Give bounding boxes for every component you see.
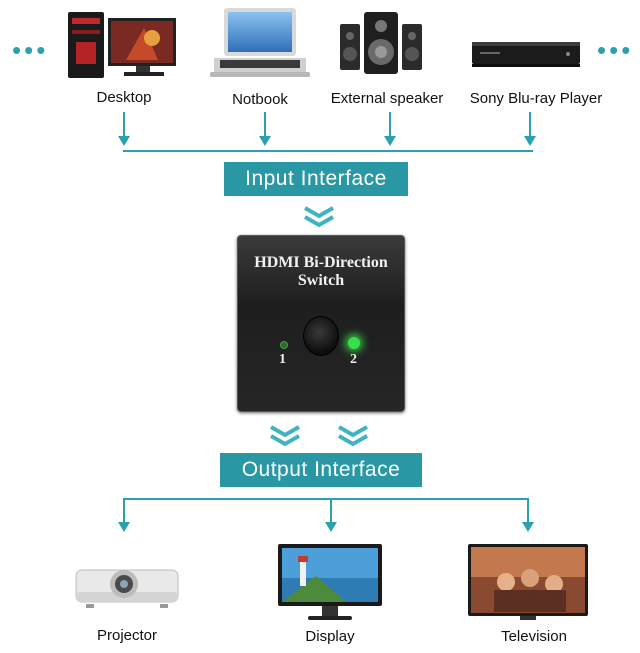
bluray-arrow (524, 136, 536, 146)
notebook-label: Notbook (232, 91, 288, 108)
switch-select-button[interactable] (303, 316, 339, 356)
bluray-connector (529, 112, 531, 138)
output-chevron-left-icon (270, 425, 300, 447)
desktop-connector (123, 112, 125, 138)
notebook-icon (210, 8, 310, 77)
projector-label: Projector (96, 627, 158, 644)
output-interface-banner: Output Interface (220, 453, 422, 487)
bluray-label: Sony Blu-ray Player (469, 90, 603, 107)
output-bus-line (123, 498, 529, 500)
projector-icon (75, 569, 179, 608)
speaker-icon (340, 12, 422, 74)
notebook-connector (264, 112, 266, 138)
switch-title-line2: Switch (297, 272, 345, 289)
port1-number: 1 (279, 352, 286, 367)
port1-led-icon (280, 341, 288, 349)
speaker-label: External speaker (330, 90, 444, 107)
television-connector (527, 498, 529, 524)
input-chevron-icon (304, 206, 334, 228)
switch-title-line1: HDMI Bi-Direction (254, 254, 388, 271)
input-interface-banner: Input Interface (224, 162, 408, 196)
speaker-arrow (384, 136, 396, 146)
television-arrow (522, 522, 534, 532)
desktop-label: Desktop (96, 89, 152, 106)
projector-arrow (118, 522, 130, 532)
speaker-connector (389, 112, 391, 138)
input-bus-line (123, 150, 533, 152)
bluray-player-icon (472, 42, 580, 67)
port2-led-icon (348, 337, 360, 349)
desktop-icon (68, 12, 176, 78)
television-label: Television (501, 628, 567, 645)
television-icon (468, 544, 588, 620)
more-right-dots: ••• (597, 35, 634, 65)
port2-number: 2 (350, 352, 357, 367)
notebook-arrow (259, 136, 271, 146)
projector-connector (123, 498, 125, 524)
hdmi-switch-device: HDMI Bi-Direction Switch 1 2 (237, 235, 405, 412)
more-left-dots: ••• (12, 35, 49, 65)
display-connector (330, 498, 332, 524)
display-arrow (325, 522, 337, 532)
display-label: Display (305, 628, 355, 645)
display-monitor-icon (278, 544, 382, 620)
output-chevron-right-icon (338, 425, 368, 447)
desktop-arrow (118, 136, 130, 146)
